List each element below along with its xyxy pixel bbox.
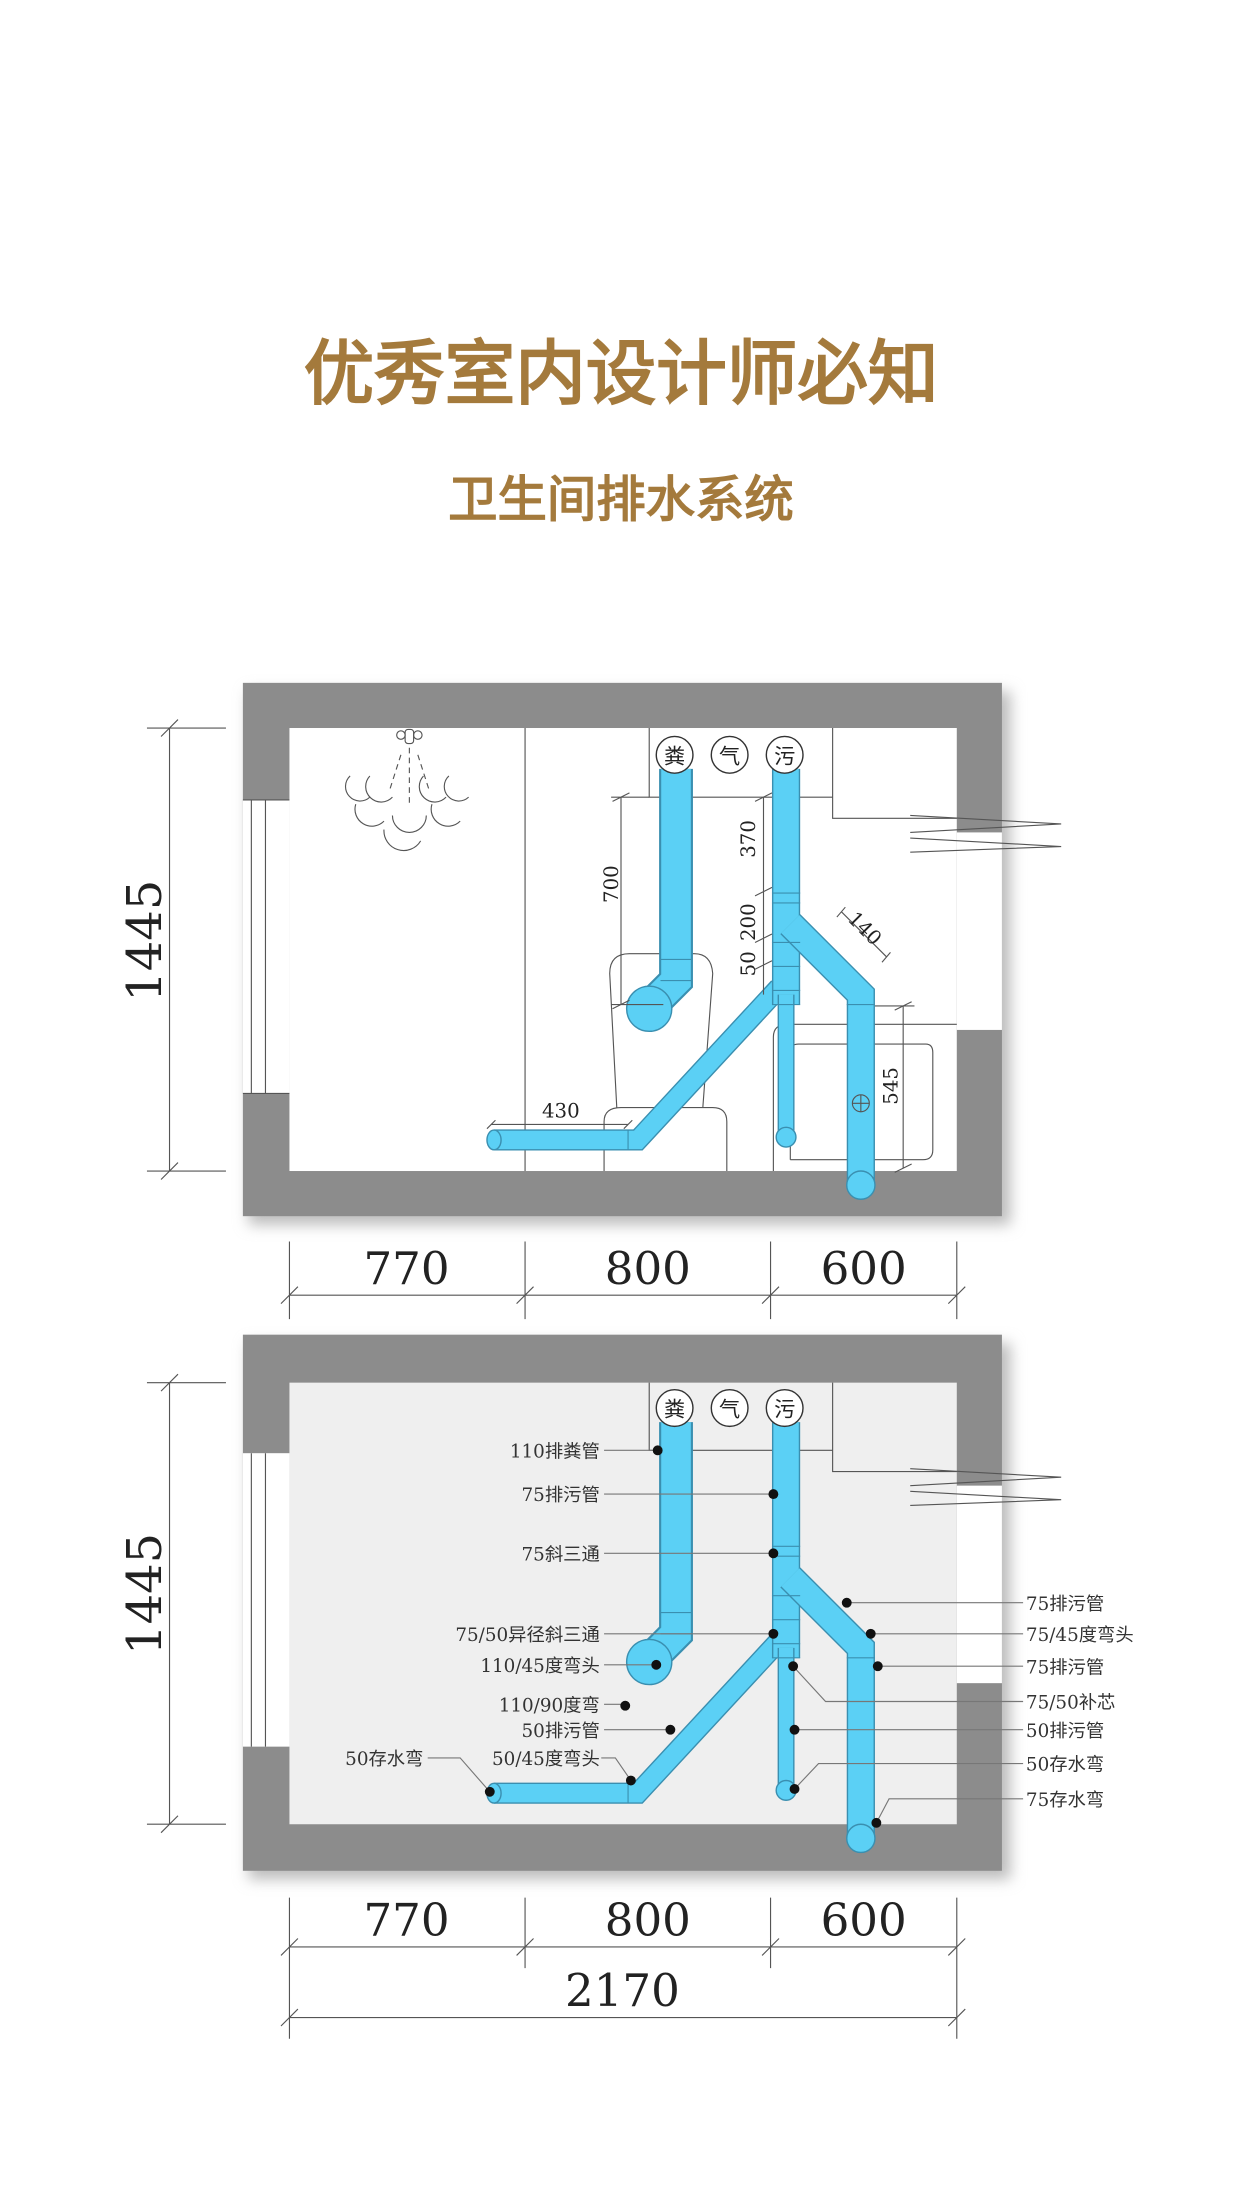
stack-fecal: 粪	[664, 743, 685, 768]
label-50-45-elbow: 50/45度弯头	[492, 1749, 600, 1770]
dim-50: 50	[737, 951, 760, 976]
dim-700: 700	[600, 865, 623, 903]
dim-200: 200	[737, 903, 760, 941]
floor	[289, 728, 957, 1172]
plan-bottom: 粪 气 污 110排粪管 75排污管 75斜三通 75/50异径斜三通 110/…	[117, 1334, 1134, 2039]
label-75-sewage-pipe: 75排污管	[522, 1485, 600, 1506]
dim-width-3: 600	[821, 1242, 907, 1295]
door-opening	[956, 832, 1002, 1030]
dim-370: 370	[737, 820, 760, 858]
label-110-fecal-pipe: 110排粪管	[510, 1441, 600, 1462]
label-50-trap-left: 50存水弯	[345, 1749, 423, 1770]
door-opening	[956, 1485, 1002, 1684]
label-75-50-bushing: 75/50补芯	[1026, 1693, 1115, 1714]
window	[242, 799, 290, 1094]
door	[910, 1468, 1062, 1506]
stack-sewage: 污	[774, 743, 795, 768]
label-50-trap-right: 50存水弯	[1026, 1755, 1104, 1776]
dim-width-2: 800	[605, 1242, 691, 1295]
label-75-wye: 75斜三通	[522, 1544, 600, 1565]
dim-width-2: 800	[605, 1894, 691, 1947]
dim-height: 1445	[117, 1533, 173, 1655]
label-75-45-elbow: 75/45度弯头	[1026, 1625, 1134, 1646]
stack-sewage: 污	[774, 1397, 795, 1422]
label-110-90-elbow: 110/90度弯	[499, 1695, 600, 1716]
label-75-50-reducing-wye: 75/50异径斜三通	[455, 1625, 599, 1646]
page-subtitle: 卫生间排水系统	[448, 470, 794, 528]
label-75-sewage-pipe-right: 75排污管	[1026, 1594, 1104, 1615]
dim-height: 1445	[117, 880, 173, 1002]
floor-drain-icon	[851, 1094, 870, 1113]
door	[910, 814, 1062, 853]
dim-430: 430	[542, 1099, 580, 1122]
dim-width-3: 600	[821, 1894, 907, 1947]
dim-total-width: 2170	[565, 1964, 680, 2017]
dim-width-1: 770	[363, 1894, 449, 1947]
dim-width-1: 770	[363, 1242, 449, 1295]
stack-fecal: 粪	[664, 1397, 685, 1422]
page-title: 优秀室内设计师必知	[304, 333, 939, 415]
dim-545: 545	[880, 1067, 903, 1105]
stack-vent: 气	[719, 1397, 740, 1422]
stack-vent: 气	[719, 743, 740, 768]
shower-head-icon	[344, 728, 470, 852]
label-75-sewage-pipe-right-2: 75排污管	[1026, 1657, 1104, 1678]
label-75-trap: 75存水弯	[1026, 1790, 1104, 1811]
label-110-45-elbow: 110/45度弯头	[480, 1656, 599, 1677]
label-dots	[484, 1445, 883, 1828]
plan-top: 粪 气 污 700 370 200 50 140 545 430 1445 77…	[117, 682, 1062, 1320]
window	[242, 1453, 290, 1747]
label-50-sewage-pipe: 50排污管	[522, 1721, 600, 1742]
label-50-sewage-pipe-right: 50排污管	[1026, 1721, 1104, 1742]
